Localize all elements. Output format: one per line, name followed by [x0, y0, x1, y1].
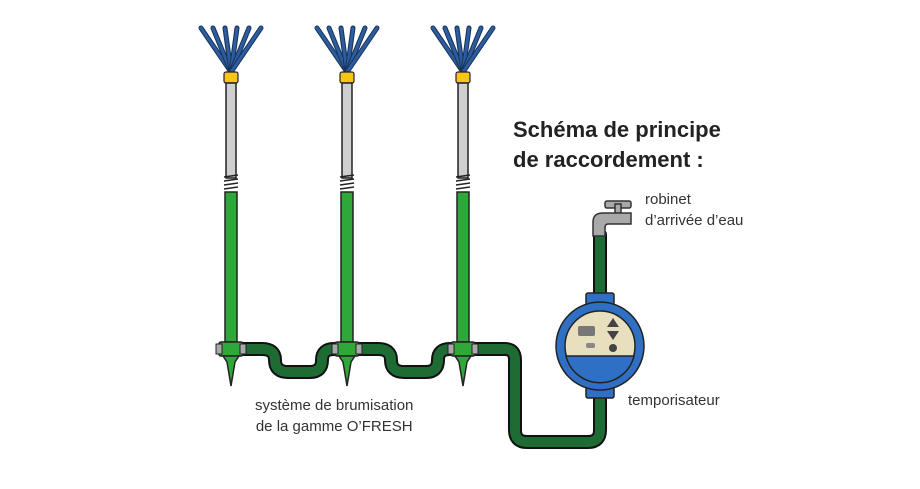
misting-pole — [314, 25, 380, 387]
pole-body — [340, 191, 354, 343]
system-label: système de brumisation de la gamme O’FRE… — [255, 395, 413, 437]
tee-connector — [218, 341, 244, 357]
diagram-title: Schéma de principe de raccordement : — [513, 115, 721, 175]
collar — [223, 71, 239, 84]
hose — [233, 228, 607, 449]
timer-label: temporisateur — [628, 392, 720, 409]
pole-body — [456, 191, 470, 343]
faucet-label-line-1: robinet — [645, 191, 691, 208]
ground-spike — [221, 355, 241, 387]
spray-nozzle-icon — [314, 25, 380, 75]
collar — [455, 71, 471, 84]
extension-tube — [457, 82, 469, 179]
extension-tube — [341, 82, 353, 179]
ground-spike — [337, 355, 357, 387]
faucet-label-line-2: d’arrivée d’eau — [645, 212, 744, 229]
spray-nozzle-icon — [430, 25, 496, 75]
system-label-line-1: système de brumisation — [255, 397, 414, 414]
extension-tube — [225, 82, 237, 179]
pole-body — [224, 191, 238, 343]
misting-pole — [430, 25, 496, 387]
faucet-icon — [592, 200, 632, 237]
ground-spike — [453, 355, 473, 387]
faucet-label: robinet d’arrivée d’eau — [645, 189, 743, 231]
tee-connector — [450, 341, 476, 357]
spray-nozzle-icon — [198, 25, 264, 75]
tee-connector — [334, 341, 360, 357]
title-line-2: de raccordement : — [513, 147, 704, 172]
timer-icon — [555, 292, 645, 399]
collar — [339, 71, 355, 84]
system-label-line-2: de la gamme O’FRESH — [255, 418, 413, 435]
misting-pole — [198, 25, 264, 387]
title-line-1: Schéma de principe — [513, 117, 721, 142]
